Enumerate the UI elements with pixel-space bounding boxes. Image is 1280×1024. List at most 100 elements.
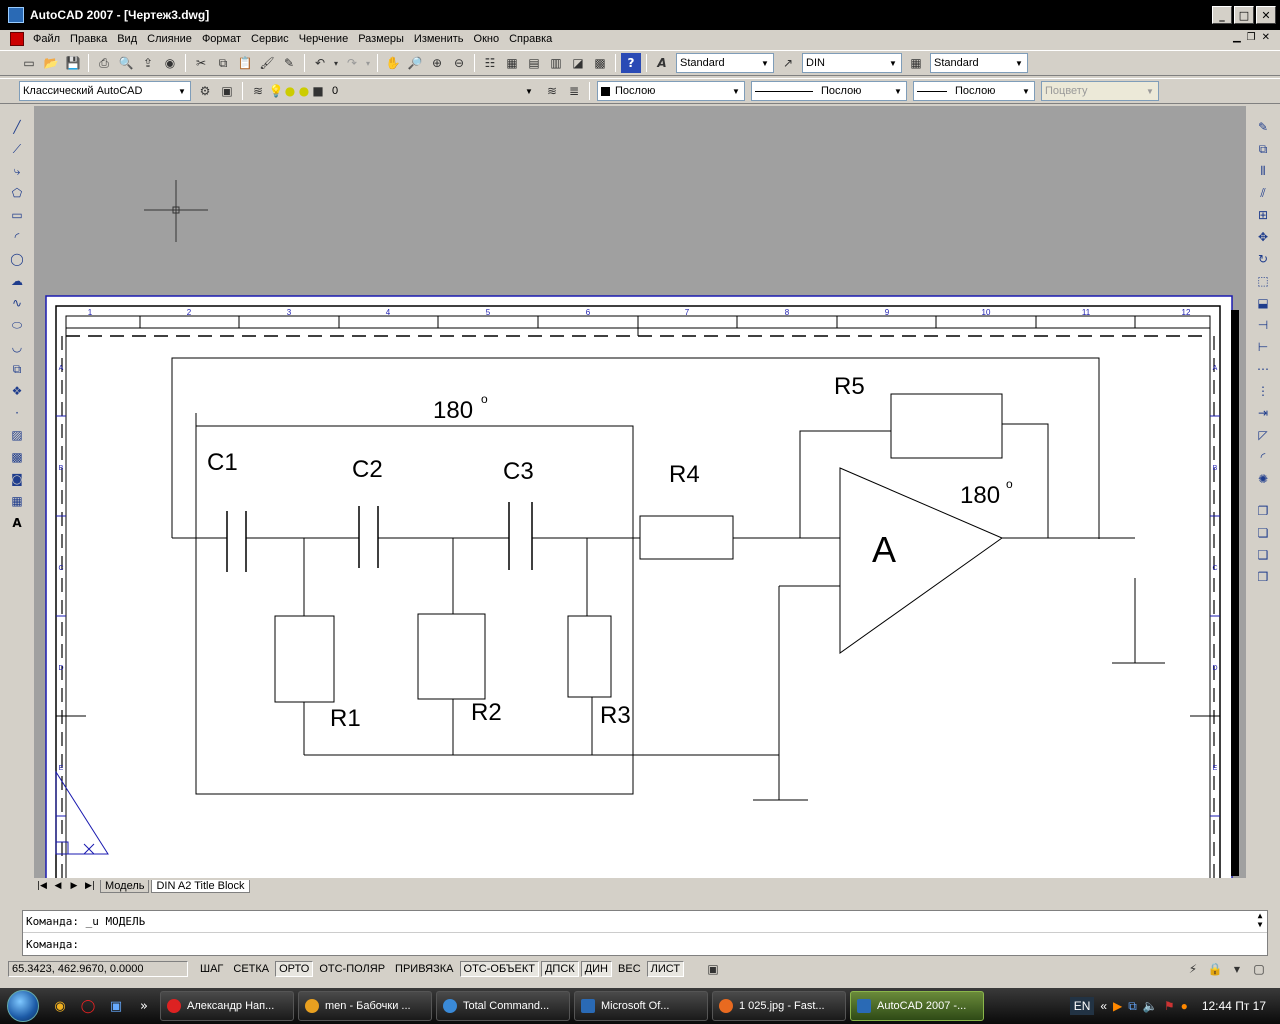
task-opera[interactable]: Александр Нап... bbox=[160, 991, 294, 1021]
document-icon[interactable] bbox=[10, 32, 24, 46]
dim-style-icon[interactable]: ↗ bbox=[782, 56, 794, 70]
zoom-previous-icon[interactable]: ⊖ bbox=[453, 56, 465, 70]
hatch-icon[interactable]: ▨ bbox=[11, 428, 23, 442]
point-icon[interactable]: · bbox=[15, 406, 19, 420]
circle-icon[interactable]: ◯ bbox=[10, 252, 24, 266]
minimize-button[interactable]: _ bbox=[1212, 6, 1232, 24]
design-center-icon[interactable]: ▦ bbox=[506, 56, 518, 70]
snap-toggle[interactable]: ШАГ bbox=[200, 963, 224, 975]
properties-icon[interactable]: ☷ bbox=[484, 56, 496, 70]
multiline-text-icon[interactable]: A bbox=[12, 516, 22, 530]
menu-tools[interactable]: Сервис bbox=[251, 33, 289, 45]
osnap-toggle[interactable]: ПРИВЯЗКА bbox=[395, 963, 454, 975]
ellipse-icon[interactable]: ⬭ bbox=[11, 317, 23, 332]
mirror-icon[interactable]: ⫴ bbox=[1260, 163, 1266, 178]
tray-flag-icon[interactable]: ⚑ bbox=[1163, 999, 1175, 1013]
menu-modify[interactable]: Изменить bbox=[413, 33, 464, 45]
region-icon[interactable]: ◙ bbox=[11, 472, 23, 486]
markup-icon[interactable]: ◪ bbox=[572, 56, 584, 70]
tray-media-icon[interactable]: ▶ bbox=[1113, 999, 1123, 1013]
etransmit-icon[interactable]: ◉ bbox=[164, 56, 176, 70]
workspace-save-icon[interactable]: ▣ bbox=[221, 84, 233, 98]
redo-icon[interactable]: ↷ bbox=[346, 56, 358, 70]
open-file-icon[interactable]: 📂 bbox=[43, 56, 59, 70]
tab-layout-din-a2[interactable]: DIN A2 Title Block bbox=[151, 879, 250, 893]
table-style-select[interactable]: Standard▼ bbox=[930, 53, 1028, 73]
draworder-under-icon[interactable]: ❒ bbox=[1257, 570, 1269, 584]
revision-cloud-icon[interactable]: ☁ bbox=[11, 274, 23, 288]
construction-line-icon[interactable]: ⟋ bbox=[12, 141, 22, 156]
menu-help[interactable]: Справка bbox=[509, 33, 553, 45]
scale-icon[interactable]: ⬚ bbox=[1257, 274, 1269, 288]
arc-icon[interactable]: ◜ bbox=[14, 230, 20, 244]
clean-screen-icon[interactable]: ▢ bbox=[1253, 962, 1265, 976]
menu-merge[interactable]: Слияние bbox=[147, 33, 192, 45]
save-icon[interactable]: 💾 bbox=[65, 56, 81, 70]
text-style-icon[interactable]: A bbox=[657, 56, 667, 70]
spline-icon[interactable]: ∿ bbox=[11, 296, 23, 310]
zoom-window-icon[interactable]: ⊕ bbox=[431, 56, 443, 70]
line-icon[interactable]: ╱ bbox=[13, 120, 21, 134]
menu-edit[interactable]: Правка bbox=[70, 33, 108, 45]
toolbar-lock-icon[interactable]: 🔒 bbox=[1207, 962, 1223, 976]
quicklaunch-more-icon[interactable]: » bbox=[140, 998, 148, 1014]
ellipse-arc-icon[interactable]: ◡ bbox=[11, 340, 23, 354]
doc-close-icon[interactable]: ✕ bbox=[1261, 32, 1270, 43]
command-prompt[interactable]: Команда: bbox=[26, 937, 79, 951]
sheet-set-icon[interactable]: ▥ bbox=[550, 56, 562, 70]
autocad-app-icon[interactable] bbox=[8, 7, 24, 23]
explode-icon[interactable]: ✺ bbox=[1257, 472, 1269, 486]
menu-file[interactable]: Файл bbox=[33, 33, 61, 45]
clock[interactable]: 12:44 Пт 17 bbox=[1201, 999, 1266, 1013]
quicklaunch-aimp-icon[interactable]: ◉ bbox=[54, 998, 66, 1014]
ortho-toggle[interactable]: ОРТО bbox=[275, 961, 314, 977]
workspace-settings-icon[interactable]: ⚙ bbox=[199, 84, 211, 98]
layer-select[interactable]: 0▼ bbox=[328, 81, 538, 101]
task-faststone[interactable]: 1 025.jpg - Fast... bbox=[712, 991, 846, 1021]
prev-tab-icon[interactable]: ◀ bbox=[54, 881, 62, 891]
first-tab-icon[interactable]: |◀ bbox=[37, 881, 47, 891]
undo-icon[interactable]: ↶ bbox=[314, 56, 326, 70]
task-total-commander[interactable]: Total Command... bbox=[436, 991, 570, 1021]
array-icon[interactable]: ⊞ bbox=[1257, 208, 1269, 222]
rectangle-icon[interactable]: ▭ bbox=[11, 208, 23, 222]
menu-view[interactable]: Вид bbox=[117, 33, 138, 45]
quickcalc-icon[interactable]: ▩ bbox=[594, 56, 606, 70]
fillet-icon[interactable]: ◜ bbox=[1260, 450, 1266, 464]
copy-icon[interactable]: ⧉ bbox=[218, 55, 228, 70]
dyn-toggle[interactable]: ДИН bbox=[580, 961, 613, 977]
task-microsoft-office[interactable]: Microsoft Of... bbox=[574, 991, 708, 1021]
menu-draw[interactable]: Черчение bbox=[298, 33, 349, 45]
paste-icon[interactable]: 📋 bbox=[237, 56, 253, 70]
lineweight-select[interactable]: Послою▼ bbox=[913, 81, 1035, 101]
menu-format[interactable]: Формат bbox=[201, 33, 242, 45]
language-indicator[interactable]: EN bbox=[1069, 997, 1095, 1015]
command-window[interactable]: Команда: _u МОДЕЛЬ Команда: ▲▼ bbox=[22, 910, 1268, 956]
start-button[interactable] bbox=[0, 988, 46, 1024]
close-button[interactable]: ✕ bbox=[1256, 6, 1276, 24]
tool-palettes-icon[interactable]: ▤ bbox=[528, 56, 540, 70]
match-properties-icon[interactable]: 🖌 bbox=[259, 56, 275, 70]
join-icon[interactable]: ⇥ bbox=[1257, 406, 1269, 420]
table-icon[interactable]: ▦ bbox=[11, 494, 23, 508]
insert-block-icon[interactable]: ⧉ bbox=[12, 361, 22, 376]
paper-toggle[interactable]: ЛИСТ bbox=[646, 961, 685, 977]
tab-model[interactable]: Модель bbox=[100, 879, 150, 893]
draworder-front-icon[interactable]: ❐ bbox=[1257, 504, 1269, 518]
grid-toggle[interactable]: СЕТКА bbox=[233, 963, 270, 975]
quicklaunch-disk-icon[interactable]: ▣ bbox=[109, 998, 123, 1014]
status-menu-icon[interactable]: ▼ bbox=[1233, 964, 1241, 974]
workspace-select[interactable]: Классический AutoCAD▼ bbox=[19, 81, 191, 101]
undo-dropdown-icon[interactable]: ▾ bbox=[333, 58, 338, 68]
offset-icon[interactable]: ⫽ bbox=[1260, 185, 1266, 200]
quicklaunch-opera-icon[interactable]: ◯ bbox=[80, 998, 96, 1014]
menu-dimension[interactable]: Размеры bbox=[358, 33, 404, 45]
draworder-back-icon[interactable]: ❏ bbox=[1257, 526, 1269, 540]
color-select[interactable]: Послою▼ bbox=[597, 81, 745, 101]
tray-expand-icon[interactable]: « bbox=[1100, 999, 1108, 1013]
gradient-icon[interactable]: ▩ bbox=[11, 450, 23, 464]
cut-icon[interactable]: ✂ bbox=[195, 56, 207, 70]
extend-icon[interactable]: ⊢ bbox=[1257, 340, 1269, 354]
task-player[interactable]: men - Бабочки ... bbox=[298, 991, 432, 1021]
move-icon[interactable]: ✥ bbox=[1257, 230, 1269, 244]
